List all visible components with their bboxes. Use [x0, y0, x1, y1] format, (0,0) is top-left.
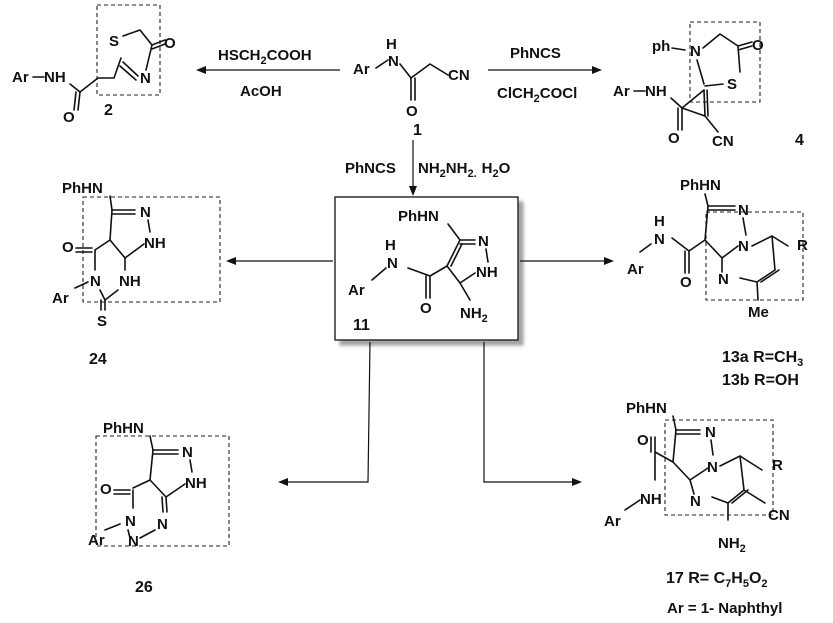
atom-nh: NH [144, 235, 166, 252]
atom-n: N [128, 533, 139, 550]
atom-n: N [705, 424, 716, 441]
atom-o: O [406, 103, 418, 120]
atom-n: N [140, 70, 151, 87]
atom-o: O [668, 130, 680, 147]
compound-17-structure: PhHN N N R CN NH2 N O NH Ar 17 R= C7H5O2 [604, 400, 790, 590]
atom-o: O [680, 274, 692, 291]
arrow-to-17 [483, 342, 582, 486]
atom-r: R [797, 237, 808, 254]
atom-cn: CN [768, 507, 790, 524]
atom-n: N [690, 493, 701, 510]
svg-text:17 R= C7H5O2: 17 R= C7H5O2 [666, 570, 768, 590]
atom-o: O [62, 239, 74, 256]
atom-n: N [690, 43, 701, 60]
atom-nh: NH [44, 69, 66, 86]
reagent-hsch2cooh: HSCH2COOH AcOH [218, 47, 312, 100]
atom-n: N [140, 204, 151, 221]
compound-label-24: 24 [89, 351, 107, 368]
atom-ar: Ar [613, 83, 630, 100]
compound-26-structure: PhHN N NH N N O N Ar 26 [88, 420, 230, 596]
atom-s: S [727, 76, 737, 93]
atom-phhn: PhHN [680, 177, 721, 194]
atom-ph: ph [652, 38, 670, 55]
atom-n: N [388, 53, 399, 70]
atom-n: N [157, 516, 168, 533]
compound-4-structure: ph N O S Ar NH O CN 4 [613, 21, 804, 150]
svg-text:HSCH2COOH: HSCH2COOH [218, 47, 312, 67]
atom-o: O [752, 37, 764, 54]
atom-r: R [772, 457, 783, 474]
atom-o: O [100, 481, 112, 498]
atom-ar: Ar [627, 261, 644, 278]
atom-ar: Ar [88, 532, 105, 549]
arrow-to-11 [409, 140, 417, 196]
compound-label-2: 2 [104, 102, 113, 119]
svg-text:NH2: NH2 [718, 535, 746, 555]
compound-24-structure: PhHN N NH NH O N Ar S 24 [52, 180, 221, 368]
atom-phhn: PhHN [62, 180, 103, 197]
compound-13-structure: PhHN N N R Me N O H N Ar 13a R=CH3 13b R… [627, 177, 808, 389]
compound-label-1: 1 [413, 122, 422, 139]
svg-text:13a R=CH3: 13a R=CH3 [722, 349, 803, 369]
atom-nh: NH [645, 83, 667, 100]
compound-1-structure: Ar H N O CN 1 [353, 36, 470, 139]
atom-n: N [738, 202, 749, 219]
compound-label-4: 4 [795, 132, 804, 149]
atom-n: N [182, 444, 193, 461]
arrow-to-2 [196, 66, 340, 74]
atom-n: N [738, 238, 749, 255]
arrow-to-4 [488, 66, 602, 74]
atom-ar: Ar [348, 282, 365, 299]
atom-ar: Ar [12, 69, 29, 86]
compound-label-11: 11 [353, 317, 370, 334]
atom-n: N [718, 271, 729, 288]
svg-text:ClCH2COCl: ClCH2COCl [497, 85, 577, 105]
atom-o: O [164, 35, 176, 52]
atom-n: N [707, 459, 718, 476]
footnote-ar-definition: Ar = 1- Naphthyl [667, 600, 782, 617]
atom-phhn: PhHN [398, 208, 439, 225]
atom-h: H [654, 213, 665, 230]
atom-h: H [385, 237, 396, 254]
atom-phhn: PhHN [103, 420, 144, 437]
svg-text:NH2: NH2 [460, 305, 488, 325]
atom-s: S [97, 313, 107, 330]
arrow-to-24 [226, 257, 333, 265]
atom-nh: NH [119, 273, 141, 290]
atom-o: O [63, 109, 75, 126]
atom-phhn: PhHN [626, 400, 667, 417]
atom-nh: NH [476, 264, 498, 281]
atom-ar: Ar [604, 513, 621, 530]
atom-s: S [109, 33, 119, 50]
reagent-phncs-clch2cocl: PhNCS ClCH2COCl [497, 45, 577, 105]
atom-me: Me [748, 304, 769, 321]
atom-n: N [90, 273, 101, 290]
reagent-phncs-hydrazine: PhNCS NH2NH2.H2O [345, 160, 511, 180]
atom-nh: NH [185, 475, 207, 492]
atom-n: N [478, 233, 489, 250]
reagent-phncs: PhNCS [510, 45, 561, 62]
atom-o: O [637, 432, 649, 449]
arrow-to-13 [520, 257, 614, 265]
atom-ar: Ar [52, 290, 69, 307]
arrow-to-26 [278, 341, 371, 486]
compound-11-box: PhHN N NH NH2 O H N Ar 11 [334, 196, 519, 341]
atom-n: N [125, 513, 136, 530]
reagent-acoh: AcOH [240, 83, 282, 100]
atom-n: N [654, 231, 665, 248]
atom-n: N [387, 255, 398, 272]
atom-ar: Ar [353, 61, 370, 78]
atom-h: H [386, 36, 397, 53]
atom-cn: CN [448, 67, 470, 84]
svg-text:NH2NH2.H2O: NH2NH2.H2O [418, 160, 511, 180]
compound-label-26: 26 [135, 579, 153, 596]
atom-cn: CN [712, 133, 734, 150]
atom-nh: NH [640, 491, 662, 508]
compound-label-13b: 13b R=OH [722, 372, 799, 389]
atom-o: O [420, 300, 432, 317]
compound-2-structure: Ar NH O S O N 2 [12, 4, 176, 126]
reagent-phncs-2: PhNCS [345, 160, 396, 177]
